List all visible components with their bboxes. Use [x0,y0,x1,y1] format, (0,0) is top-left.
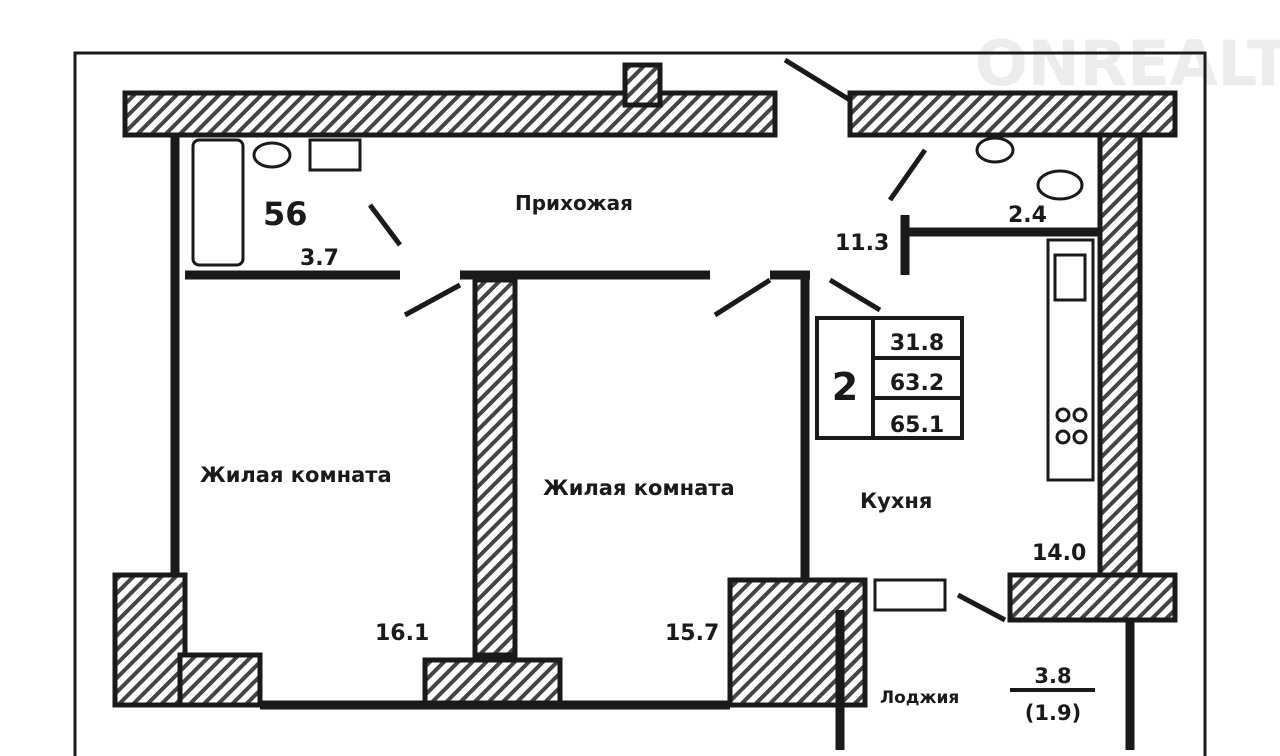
rooms-count: 2 [832,365,858,409]
hall-area: 11.3 [835,231,889,256]
kitchen-area: 14.0 [1032,541,1086,566]
hall-label: Прихожая [515,191,633,215]
room1-label: Жилая комната [200,463,392,487]
toilet-area: 2.4 [1008,203,1047,228]
loggia-label: Лоджия [880,688,959,708]
loggia-reduced-area: (1.9) [1025,701,1081,725]
bathtub-icon [191,138,245,267]
total-area: 63.2 [890,371,944,396]
sink-icon [252,141,292,169]
loggia-area: 3.8 [1034,664,1071,688]
room2-area: 15.7 [665,621,719,646]
bathroom-number: 56 [263,195,308,233]
stove-burner-icon [1055,407,1071,423]
total-area-with-loggia: 65.1 [890,413,944,438]
sink-icon [975,136,1015,164]
living-area: 31.8 [890,331,944,356]
doors [368,57,1007,623]
fixtures [191,136,1095,612]
summary-table [815,316,964,440]
room1-area: 16.1 [375,621,429,646]
bathroom-area: 3.7 [300,246,339,271]
watermark: ONREALT [975,27,1280,100]
kitchen-label: Кухня [860,489,932,513]
plan-frame [73,51,1207,756]
thin-walls [170,135,1135,750]
room2-label: Жилая комната [543,476,735,500]
toilet-icon [1036,169,1084,201]
washer-icon [308,138,362,172]
walls [112,62,1178,708]
kitchen-sink-icon [1053,253,1087,302]
